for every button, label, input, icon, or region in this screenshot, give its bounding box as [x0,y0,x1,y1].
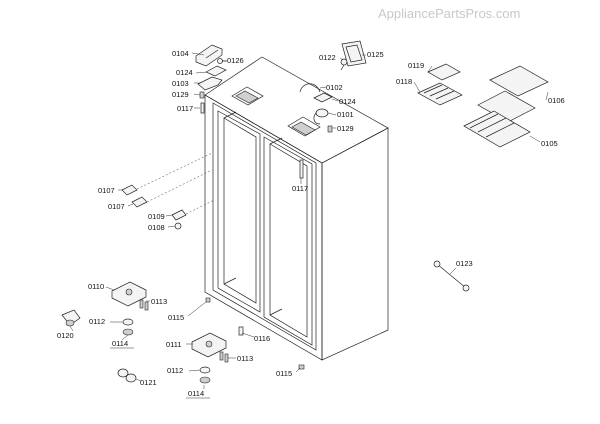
label-0119: 0119 [408,61,424,70]
label-0114-right: 0114 [188,389,204,398]
label-0118: 0118 [396,77,412,86]
assembly-line-0107b [146,169,213,203]
part-0107-hinge-pin-upper [121,184,138,196]
part-0117-pin-left [200,102,205,114]
label-0106: 0106 [548,96,565,105]
assembly-line-0107a [136,152,213,190]
part-0122-knob [340,58,348,71]
part-0129-bolt-right [327,125,333,133]
part-0129-bolt-left [199,91,205,99]
part-0102-hose [299,83,321,93]
label-0103: 0103 [172,79,189,88]
part-0121-roller-right [117,368,137,383]
part-0107-hinge-pin-lower [131,196,148,208]
part-0117-pin-right [299,159,304,179]
label-0122: 0122 [319,53,336,62]
part-0104-hinge-cover [195,44,223,67]
label-0104: 0104 [172,49,189,58]
label-0115-bottom: 0115 [276,369,292,378]
part-0124-bracket-right [313,92,333,103]
label-0124-left: 0124 [176,68,193,77]
label-0102: 0102 [326,83,343,92]
part-labels: 0104 0126 0124 0103 0129 0117 0122 0125 … [57,49,565,398]
part-0110-hinge-bottom-left [111,281,147,307]
assembly-line-0109 [185,199,215,215]
label-0109: 0109 [148,212,165,221]
part-0124-bracket-top-left [205,65,227,77]
part-0116-stud [238,326,244,336]
label-0117-left: 0117 [177,104,193,113]
cabinet-body [204,56,389,361]
label-0121: 0121 [140,378,157,387]
label-0111: 0111 [166,340,182,349]
part-0105-control-housing [463,90,536,148]
part-0112-foot-left [122,318,134,336]
label-0120: 0120 [57,331,74,340]
part-0125-gasket-frame [341,40,367,67]
label-0125: 0125 [367,50,384,59]
label-0123: 0123 [456,259,473,268]
leader-lines [69,52,549,389]
part-0118-vent-grille [417,82,463,106]
label-0129-right: 0129 [337,124,354,133]
label-0112-right: 0112 [167,366,183,375]
label-0129-left: 0129 [172,90,189,99]
label-0116: 0116 [254,334,270,343]
part-0115-screw-front [205,297,211,303]
part-0113-screw-left [139,299,149,311]
label-0105: 0105 [541,139,558,148]
part-0123-leveling-rod [433,260,470,292]
label-0126: 0126 [227,56,244,65]
label-0114-left: 0114 [112,339,128,348]
label-0113-right: 0113 [237,354,253,363]
part-0112-foot-right [199,366,211,384]
label-0107-lower: 0107 [108,202,125,211]
part-0101-valve [313,108,329,125]
label-0101: 0101 [337,110,354,119]
part-0108-washer [174,222,182,230]
part-0109-stop [171,209,187,221]
label-0107-upper: 0107 [98,186,115,195]
part-0119-cover-plate [427,63,461,81]
label-0115-front: 0115 [168,313,184,322]
label-0124-right: 0124 [339,97,356,106]
part-0113-screw-right [219,351,229,363]
part-0103-hinge [197,76,223,91]
part-0120-roller-left [61,309,81,327]
watermark-text: AppliancePartsPros.com [378,6,520,21]
label-0117-right: 0117 [292,184,308,193]
part-0106-control-board [489,65,549,97]
part-0111-hinge-bottom-right [191,332,227,358]
label-0112-left: 0112 [89,317,105,326]
label-0110: 0110 [88,282,104,291]
label-0113-left: 0113 [151,297,167,306]
label-0108: 0108 [148,223,165,232]
part-0115-screw-bottom [298,364,305,370]
